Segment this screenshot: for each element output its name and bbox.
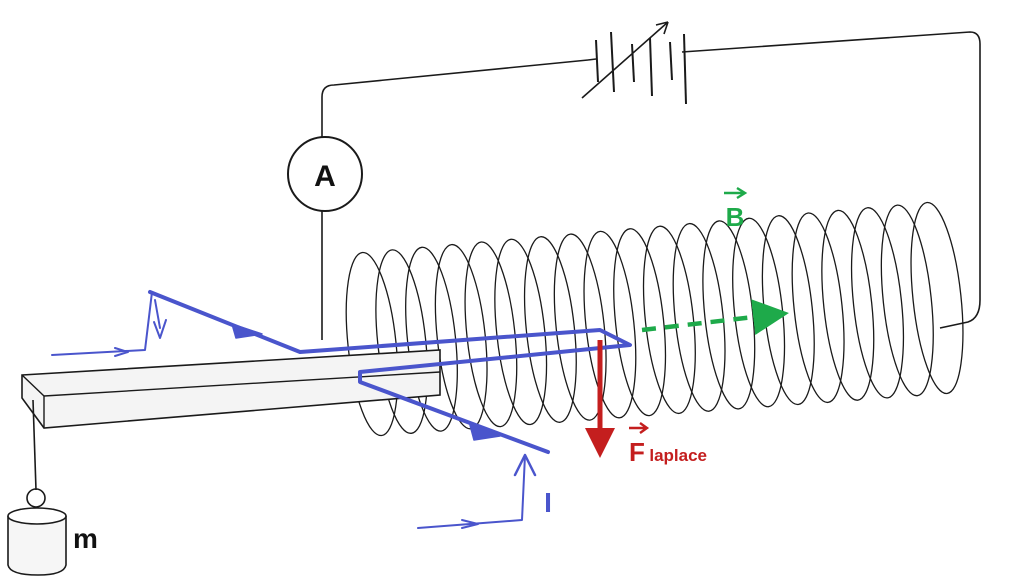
solenoid-turn	[583, 230, 637, 419]
solenoid-turn	[761, 215, 815, 406]
ammeter-label: A	[314, 160, 336, 193]
force-vector: F laplace	[585, 340, 707, 467]
solenoid-turn	[821, 209, 875, 401]
force-label-main: F	[629, 437, 645, 467]
field-vector: B	[641, 186, 789, 335]
solenoid-turn	[523, 236, 577, 423]
current-conductor	[51, 290, 632, 529]
solenoid-turn	[791, 212, 845, 404]
force-label: F laplace	[629, 437, 707, 467]
battery-icon	[581, 21, 687, 105]
balance-beam	[21, 349, 441, 429]
solenoid-turn	[910, 201, 964, 395]
solenoid-turn	[405, 246, 458, 432]
field-label: B	[726, 202, 745, 232]
circuit-wire	[321, 31, 981, 340]
solenoid-turn	[494, 238, 548, 426]
ammeter-icon: A	[287, 136, 363, 212]
solenoid-turn	[850, 207, 905, 399]
solenoid	[345, 201, 964, 437]
solenoid-turn	[732, 217, 786, 408]
solenoid-turn	[642, 225, 696, 415]
solenoid-turn	[375, 249, 429, 434]
mass-icon	[7, 399, 67, 576]
mass-label: m	[73, 523, 98, 554]
solenoid-turn	[553, 233, 607, 421]
solenoid-turn	[702, 220, 756, 410]
force-label-sub: laplace	[649, 446, 707, 465]
force-vector-arrow-icon	[629, 422, 650, 434]
current-label: I	[544, 487, 552, 518]
solenoid-turn	[613, 228, 667, 417]
field-vector-arrow-icon	[724, 186, 748, 200]
solenoid-turn	[464, 241, 518, 428]
solenoid-turn	[880, 204, 934, 397]
solenoid-turn	[672, 222, 726, 412]
